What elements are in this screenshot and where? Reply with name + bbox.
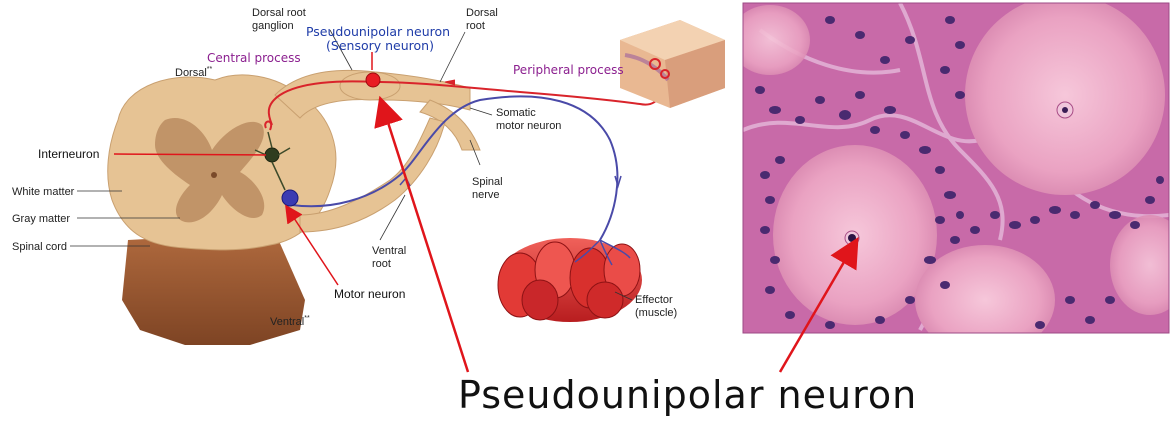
effector-muscle	[497, 238, 642, 322]
histology-micrograph	[743, 3, 1169, 333]
ventral-label: Ventral**	[270, 315, 310, 328]
pseudounipolar-small-label: Pseudounipolar neuron (Sensory neuron)	[306, 24, 454, 53]
spinal-cord-body	[122, 232, 305, 345]
motor-axon-line	[291, 95, 619, 241]
ganglion-cell-body-4	[743, 5, 810, 75]
caption-arrow-to-micrograph	[778, 237, 859, 373]
interneuron-pointer	[113, 153, 267, 156]
peripheral-process-label: Peripheral process	[513, 63, 624, 77]
white-matter-label: White matter	[12, 186, 75, 198]
caption-arrow-to-diagram	[374, 95, 470, 373]
ganglion-cell-body-1	[965, 3, 1165, 195]
skin-receptor-block	[620, 20, 725, 108]
effector-label: Effector (muscle)	[635, 294, 677, 319]
spinal-cord-label: Spinal cord	[12, 241, 67, 253]
ganglion-cell-body-3	[915, 245, 1055, 333]
dorsal-root-label: Dorsal root	[466, 7, 501, 32]
satellite-cell-nuclei	[755, 16, 1164, 329]
ventral-root-label: Ventral root	[372, 245, 409, 270]
ganglion-cell-body-5	[1110, 215, 1169, 315]
caption-title: Pseudounipolar neuron	[458, 373, 917, 417]
dorsal-root-ganglion-label: Dorsal root ganglion	[252, 7, 309, 32]
central-process-label: Central process	[207, 51, 301, 65]
somatic-motor-neuron-label: Somatic motor neuron	[496, 107, 561, 132]
sensory-neuron-soma	[365, 72, 381, 88]
central-process-line	[267, 80, 376, 126]
spinal-cord-diagram	[70, 20, 725, 345]
spinal-nerve-label: Spinal nerve	[472, 176, 506, 201]
interneuron-label: Interneuron	[38, 147, 99, 161]
gray-matter-region	[155, 118, 265, 223]
motor-neuron-label: Motor neuron	[334, 287, 405, 301]
dorsal-label: Dorsal**	[175, 66, 213, 79]
interneuron-soma	[264, 147, 280, 163]
spinal-nerve-tube	[419, 99, 481, 151]
motor-neuron-soma	[281, 189, 299, 207]
motor-neuron-pointer	[285, 204, 339, 286]
gray-matter-label: Gray matter	[12, 213, 70, 225]
